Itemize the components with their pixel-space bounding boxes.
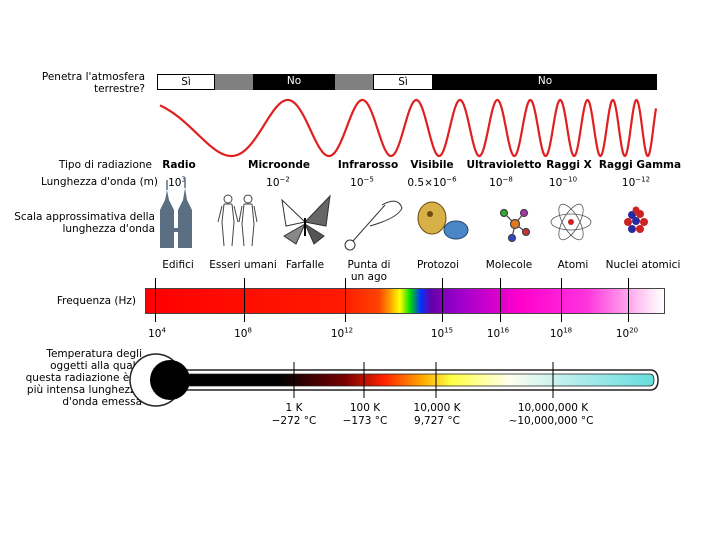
radiation-type-infrared: Infrarosso — [337, 159, 399, 171]
frequency-label: Frequenza (Hz) — [56, 295, 136, 307]
electromagnetic-wave — [159, 98, 658, 158]
thermometer-icon — [129, 353, 659, 407]
butterfly-icon — [281, 194, 331, 245]
frequency-tick — [561, 278, 562, 322]
frequency-tick — [155, 278, 156, 322]
temperature-label: Temperatura degli oggetti alla quale que… — [25, 348, 142, 408]
scale-label: Scala approssimativa della lunghezza d'o… — [14, 211, 155, 235]
radiation-type-gamma: Raggi Gamma — [598, 159, 682, 171]
frequency-tick — [442, 278, 443, 322]
temperature-tick-kelvin: 10,000 K — [413, 402, 461, 414]
scale-object-buildings: Edifici — [162, 259, 194, 271]
frequency-tick-label: 1012 — [330, 326, 354, 340]
frequency-tick-label: 1016 — [486, 326, 510, 340]
molecule-icon — [499, 208, 531, 243]
frequency-tick — [244, 278, 245, 322]
temperature-tick-kelvin: 100 K — [349, 402, 381, 414]
radiation-type-microwave: Microonde — [248, 159, 310, 171]
atom-icon — [550, 203, 592, 241]
temperature-tick-celsius: 9,727 °C — [414, 415, 460, 427]
atmosphere-segment-partial — [215, 74, 253, 90]
scale-object-atoms: Atomi — [557, 259, 589, 271]
atmosphere-segment-no: No — [433, 74, 657, 90]
humans-icon — [217, 194, 258, 247]
radiation-type-visible: Visibile — [410, 159, 454, 171]
scale-object-needle: Punta di un ago — [347, 259, 391, 283]
atmosphere-segment-yes: Sì — [373, 74, 433, 90]
wavelength-microwave: 10−2 — [266, 175, 290, 189]
needle-icon — [344, 200, 403, 251]
frequency-spectrum-bar — [145, 288, 665, 314]
scale-object-humans: Esseri umani — [209, 259, 277, 271]
frequency-tick-label: 1015 — [430, 326, 454, 340]
radiation-type-radio: Radio — [162, 159, 196, 171]
radiation-type-xray: Raggi X — [546, 159, 592, 171]
scale-object-nuclei: Nuclei atomici — [605, 259, 681, 271]
scale-object-butterflies: Farfalle — [285, 259, 325, 271]
temperature-tick-kelvin: 1 K — [285, 402, 303, 414]
frequency-tick — [628, 278, 629, 322]
radiation-type-ultraviolet: Ultravioletto — [466, 159, 542, 171]
atmosphere-label: Penetra l'atmosfera terrestre? — [41, 71, 145, 95]
wavelength-ultraviolet: 10−8 — [489, 175, 513, 189]
wavelength-visible: 0.5×10−6 — [407, 175, 457, 189]
radiation-type-label: Tipo di radiazione — [58, 159, 152, 171]
nucleus-icon — [624, 206, 648, 233]
frequency-tick-label: 108 — [234, 326, 252, 340]
wavelength-infrared: 10−5 — [350, 175, 374, 189]
frequency-tick — [500, 278, 501, 322]
atmosphere-segment-no: No — [253, 74, 335, 90]
frequency-tick-label: 1018 — [549, 326, 573, 340]
frequency-tick-label: 1020 — [615, 326, 639, 340]
temperature-tick-celsius: −173 °C — [342, 415, 388, 427]
atmosphere-segment-partial — [335, 74, 373, 90]
wavelength-gamma: 10−12 — [621, 175, 651, 189]
atmosphere-segment-yes: Sì — [157, 74, 215, 90]
scale-object-protozoa: Protozoi — [416, 259, 460, 271]
protozoa-icon — [417, 201, 469, 240]
frequency-tick — [345, 278, 346, 322]
temperature-tick-kelvin: 10,000,000 K — [517, 402, 589, 414]
temperature-tick-celsius: −272 °C — [271, 415, 317, 427]
wavelength-radio: 103 — [168, 175, 186, 189]
frequency-tick-label: 104 — [148, 326, 166, 340]
wavelength-xray: 10−10 — [548, 175, 578, 189]
buildings-icon — [160, 178, 192, 248]
temperature-tick-celsius: ~10,000,000 °C — [508, 415, 594, 427]
wavelength-label: Lunghezza d'onda (m) — [40, 176, 158, 188]
scale-object-molecules: Molecole — [485, 259, 533, 271]
atmosphere-bar: Sì No Sì No — [157, 74, 657, 90]
